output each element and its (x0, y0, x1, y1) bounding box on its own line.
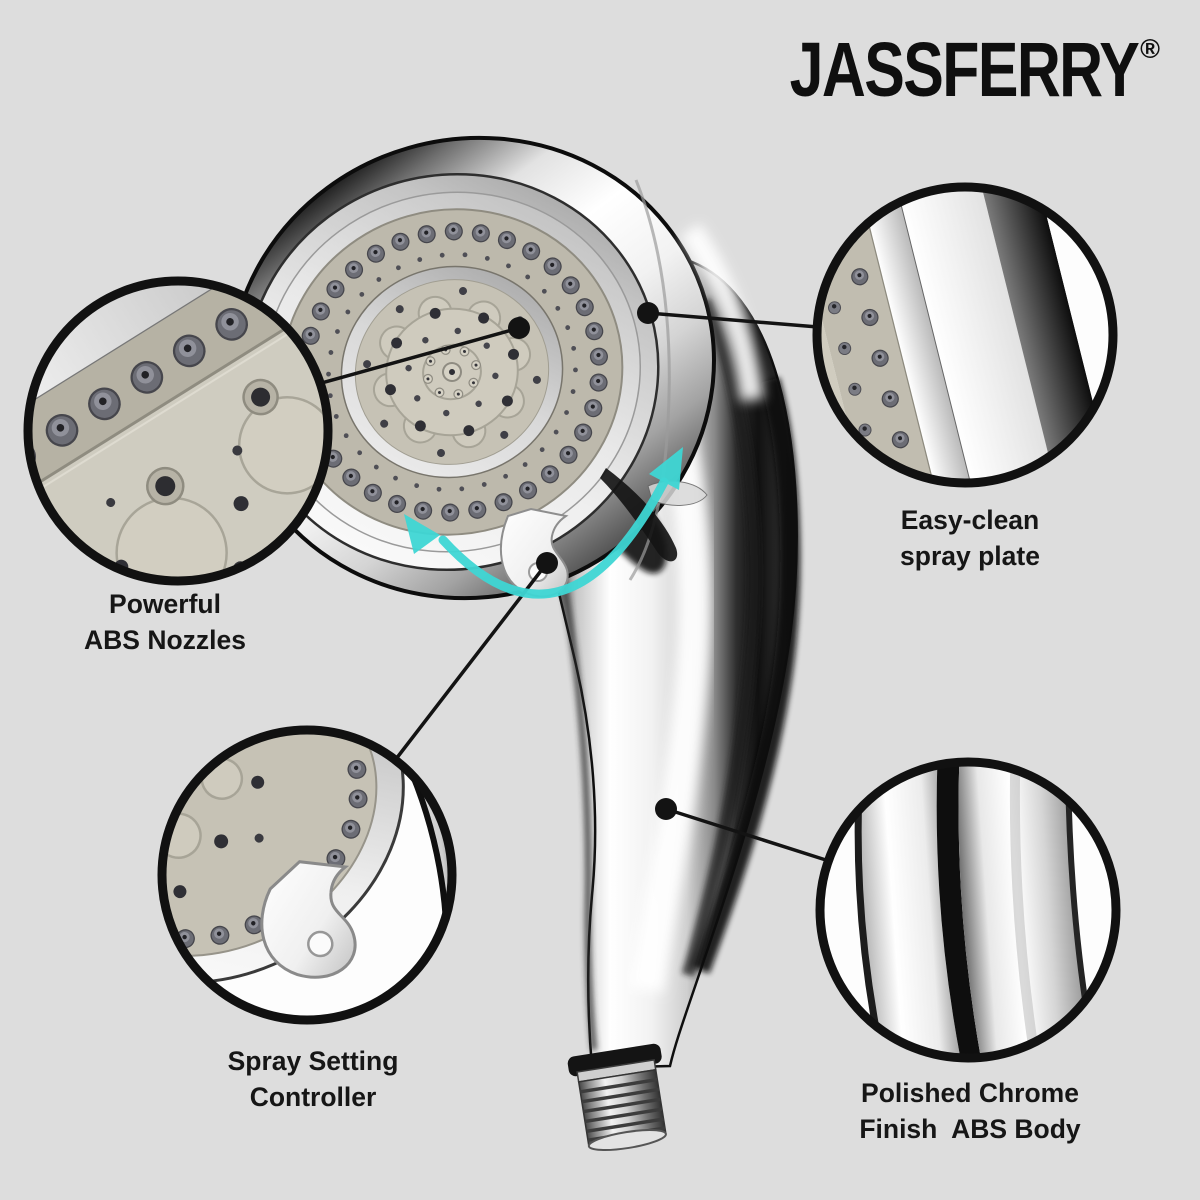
label-powerful-abs-nozzles: Powerful ABS Nozzles (40, 586, 290, 658)
label-line: Polished Chrome (861, 1078, 1079, 1108)
spray-plate-rosette (363, 286, 541, 458)
label-line: spray plate (900, 541, 1040, 571)
label-line: Controller (249, 1082, 377, 1112)
label-line: Spray Setting (227, 1046, 399, 1076)
leader-lines (316, 311, 831, 863)
label-line: Finish ABS Body (859, 1114, 1081, 1144)
label-spray-setting-controller: Spray Setting Controller (188, 1043, 438, 1115)
label-line: Easy-clean (900, 505, 1040, 535)
label-polished-chrome-body: Polished Chrome Finish ABS Body (830, 1075, 1110, 1147)
spray-setting-controller (499, 507, 569, 598)
label-line: ABS Nozzles (84, 625, 246, 655)
leader-dot-nozzles (508, 317, 530, 339)
leader-dot-controller (536, 552, 558, 574)
leader-dot-spray-plate (637, 302, 659, 324)
leader-line-body (664, 807, 831, 863)
brand-logo: JASSFERRY® (697, 27, 1160, 113)
inner-nozzle-holes (326, 252, 578, 492)
hose-connector (567, 1043, 667, 1152)
leader-dots (508, 302, 677, 820)
label-easy-clean-spray-plate: Easy-clean spray plate (845, 502, 1095, 574)
leader-line-nozzles (316, 326, 521, 386)
leader-line-spray-plate (646, 311, 820, 329)
callout-spray-plate (812, 182, 1118, 488)
leader-dot-body (655, 798, 677, 820)
callout-body (815, 757, 1121, 1063)
rotation-arrow-icon (404, 447, 683, 599)
registered-trademark-icon: ® (1140, 34, 1160, 64)
label-line: Powerful (109, 589, 221, 619)
brand-name: JASSFERRY (789, 27, 1139, 113)
